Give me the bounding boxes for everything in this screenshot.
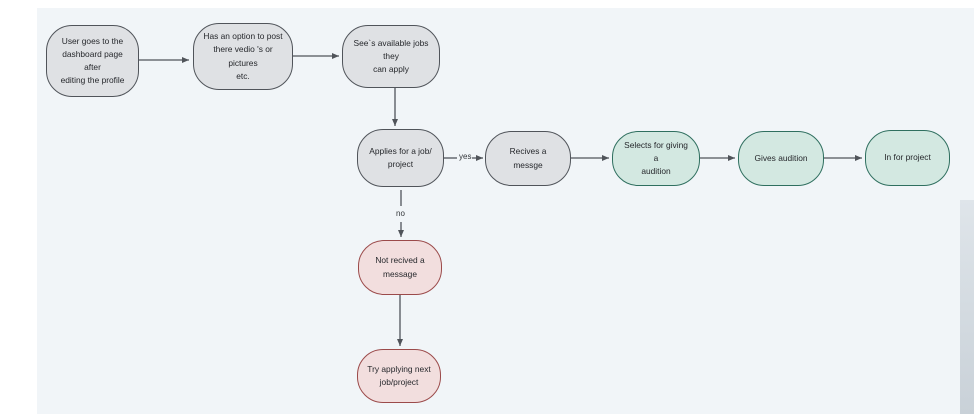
node-gives-audition: Gives audition — [738, 131, 824, 186]
node-try-applying-next: Try applying next job/project — [357, 349, 441, 403]
node-applies-for-job: Applies for a job/ project — [357, 129, 444, 187]
node-user-goes-to-dashboard: User goes to the dashboard page after ed… — [46, 25, 139, 97]
diagram-canvas — [37, 8, 974, 414]
node-recives-message: Recives a messge — [485, 131, 571, 186]
node-selects-for-audition: Selects for giving a audition — [612, 131, 700, 186]
edge-label-no: no — [395, 209, 406, 218]
node-option-to-post: Has an option to post there vedio 's or … — [193, 23, 293, 90]
node-in-for-project: In for project — [865, 130, 950, 186]
node-sees-available-jobs: See`s available jobs they can apply — [342, 25, 440, 88]
edge-label-yes: yes — [458, 152, 473, 161]
node-not-recived-message: Not recived a message — [358, 240, 442, 295]
background-edge-strip — [960, 200, 974, 414]
